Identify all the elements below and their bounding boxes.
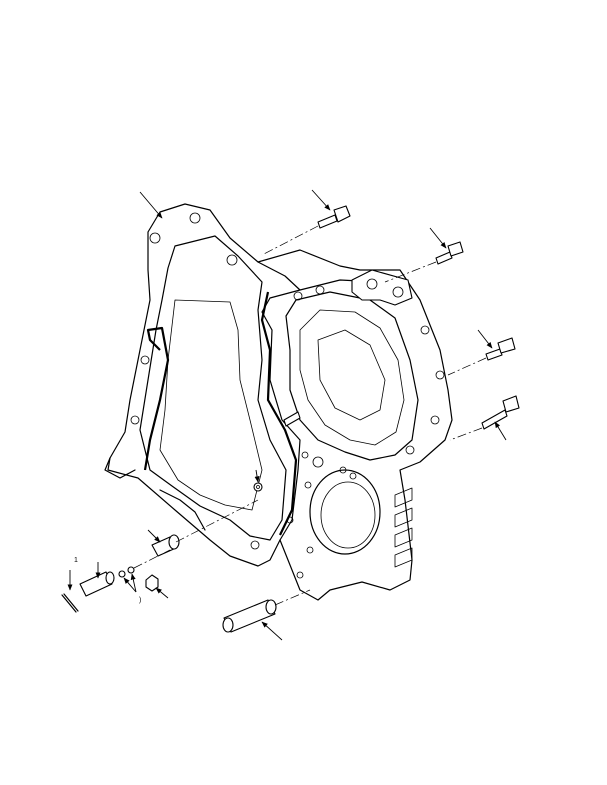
capscrew-right — [447, 337, 516, 376]
capscrew-upper-right — [384, 241, 464, 283]
pin — [61, 593, 79, 613]
valve-assembly — [79, 549, 171, 597]
leader-lines — [67, 189, 507, 641]
sleeve-tube — [222, 589, 311, 633]
capscrew-top — [261, 205, 351, 256]
callout-label: 1 — [74, 557, 78, 564]
washer-small — [253, 482, 263, 492]
plug-fitting — [151, 499, 259, 557]
nut — [145, 574, 159, 592]
capscrew-long-right — [449, 395, 520, 441]
gear-housing — [104, 203, 453, 601]
callout-label: ) — [139, 597, 141, 604]
